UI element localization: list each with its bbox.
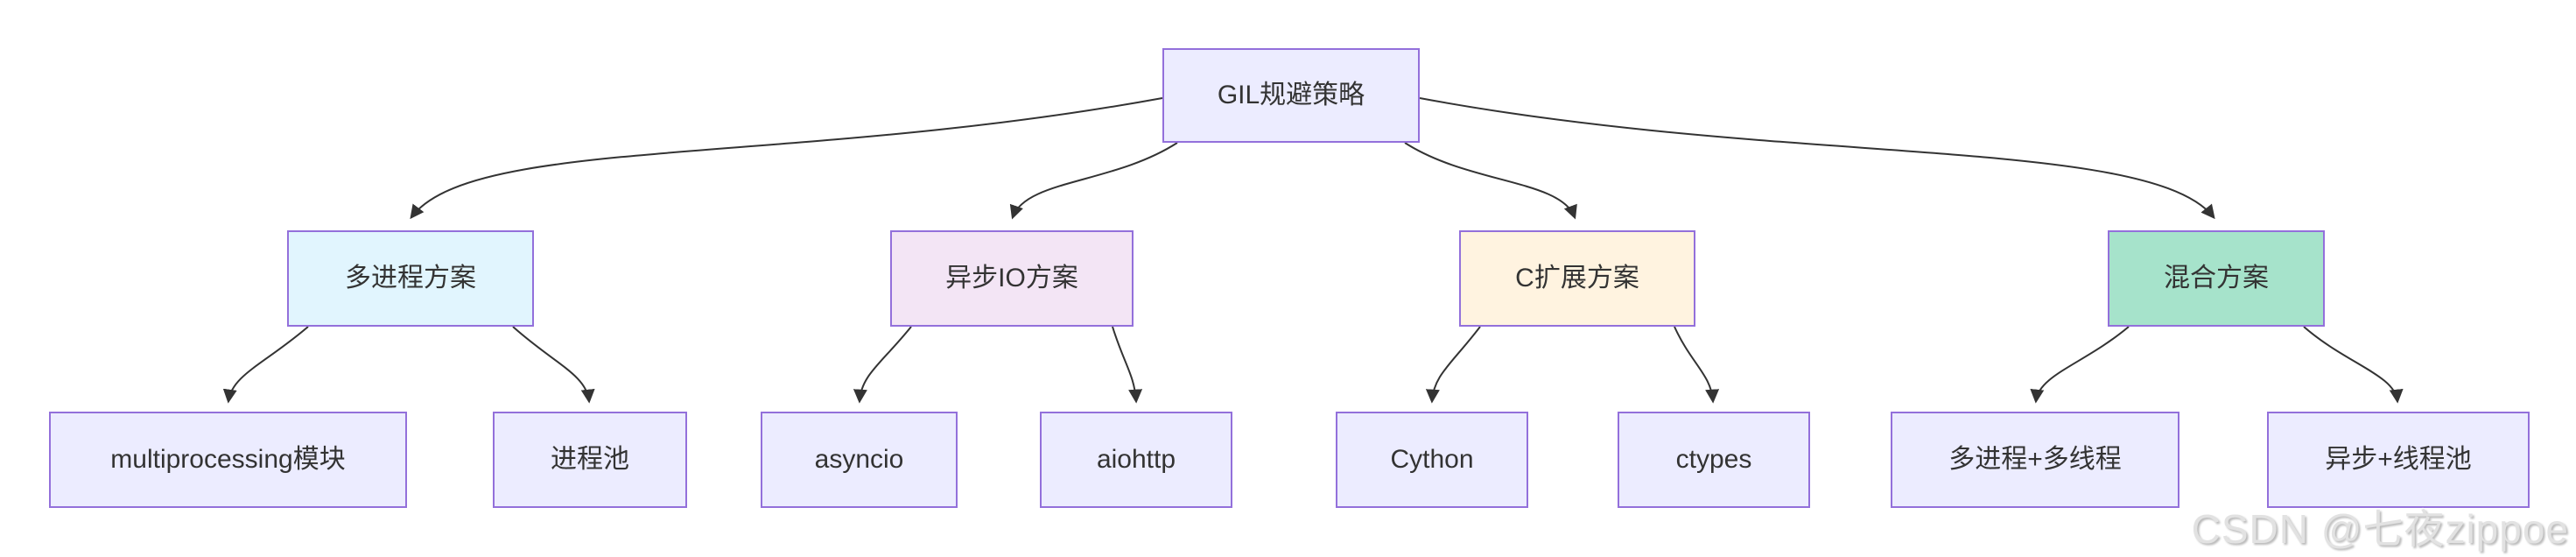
node-gil-strategies: GIL规避策略 — [1162, 48, 1420, 143]
node-cython-label: Cython — [1390, 445, 1474, 474]
node-multiprocess-scheme-label: 多进程方案 — [345, 264, 476, 293]
edge-multiprocess-to-module — [222, 326, 309, 404]
edge-root-to-multiprocess — [410, 97, 1163, 220]
node-ctypes-label: ctypes — [1675, 445, 1752, 474]
node-hybrid-scheme-label: 混合方案 — [2164, 264, 2269, 293]
node-cython: Cython — [1336, 412, 1528, 508]
node-aiohttp: aiohttp — [1040, 412, 1232, 508]
node-process-pool: 进程池 — [493, 412, 687, 508]
node-gil-strategies-label: GIL规避策略 — [1217, 81, 1365, 109]
edge-root-to-asyncio-scheme — [1009, 142, 1178, 220]
node-aiohttp-label: aiohttp — [1096, 445, 1176, 474]
node-multiprocess-scheme: 多进程方案 — [287, 230, 534, 327]
node-async-io-scheme: 异步IO方案 — [890, 230, 1134, 327]
node-asyncio: asyncio — [761, 412, 958, 508]
edge-c-extension-to-ctypes — [1674, 326, 1720, 404]
node-multiproc-multithread-label: 多进程+多线程 — [1948, 445, 2122, 474]
node-multiprocessing-module: multiprocessing模块 — [49, 412, 407, 508]
node-process-pool-label: 进程池 — [551, 445, 629, 474]
edge-multiprocess-to-pool — [512, 326, 595, 404]
node-hybrid-scheme: 混合方案 — [2108, 230, 2325, 327]
node-multiproc-multithread: 多进程+多线程 — [1891, 412, 2179, 508]
edge-hybrid-to-multiproc-multithread — [2030, 326, 2130, 404]
node-asyncio-label: asyncio — [814, 445, 904, 474]
node-async-threadpool: 异步+线程池 — [2267, 412, 2530, 508]
node-c-extension-scheme-label: C扩展方案 — [1515, 264, 1639, 293]
edge-root-to-hybrid — [1419, 97, 2215, 220]
edge-hybrid-to-async-threadpool — [2303, 326, 2404, 404]
node-c-extension-scheme: C扩展方案 — [1459, 230, 1695, 327]
edge-asyncio-scheme-to-asyncio — [853, 326, 912, 404]
node-multiprocessing-module-label: multiprocessing模块 — [110, 445, 346, 474]
edge-asyncio-scheme-to-aiohttp — [1112, 326, 1143, 404]
node-ctypes: ctypes — [1618, 412, 1810, 508]
edge-c-extension-to-cython — [1425, 326, 1481, 404]
node-async-threadpool-label: 异步+线程池 — [2325, 445, 2472, 474]
node-async-io-scheme-label: 异步IO方案 — [945, 264, 1078, 293]
edge-root-to-c-extension — [1404, 142, 1577, 220]
